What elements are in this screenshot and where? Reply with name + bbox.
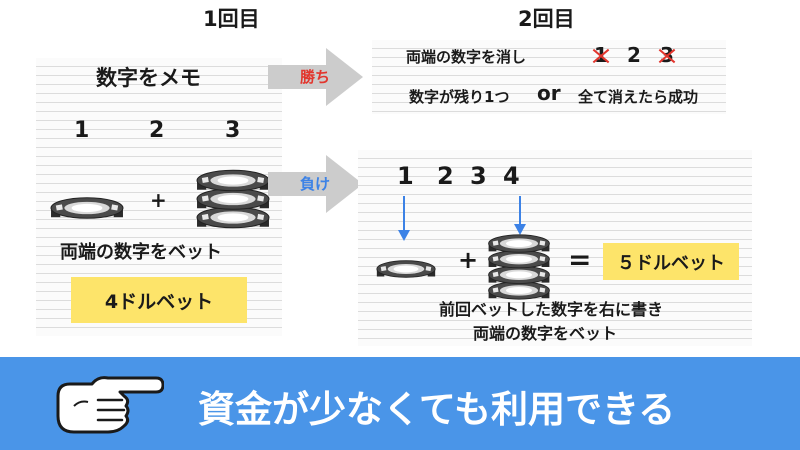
pointing-hand-icon — [56, 376, 164, 434]
round1-bet-amount: 4ドルベット — [71, 277, 247, 323]
chip-stack-triple — [196, 169, 270, 229]
round1-heading: 1回目 — [203, 7, 260, 31]
down-arrow-right-icon — [514, 196, 526, 235]
win-number-2: 2 — [627, 43, 641, 67]
memo-label: 数字をメモ — [96, 66, 201, 90]
lose-plus: + — [458, 246, 479, 274]
lose-chip-stack-single — [376, 260, 436, 278]
lose-number-4: 4 — [503, 162, 520, 190]
win-arrow-icon — [268, 48, 363, 106]
win-number-1: 1 — [594, 43, 608, 67]
lose-number-2: 2 — [437, 162, 454, 190]
round1-number-1: 1 — [74, 118, 90, 143]
lose-bet-amount: ５ドルベット — [603, 243, 739, 280]
win-number-3: 3 — [660, 43, 674, 67]
win-line1: 両端の数字を消し — [406, 48, 527, 66]
lose-line1: 前回ベットした数字を右に書き — [439, 300, 664, 319]
footer-banner — [0, 357, 800, 450]
win-arrow-label: 勝ち — [300, 68, 331, 86]
lose-line2: 両端の数字をベット — [473, 324, 618, 343]
footer-slogan: 資金が少なくても利用できる — [198, 388, 676, 431]
chip-stack-single — [50, 197, 124, 219]
lose-equals: = — [568, 243, 592, 276]
lose-number-1: 1 — [397, 162, 414, 190]
win-number-3-struck: 3 — [660, 43, 674, 67]
win-or: or — [537, 81, 561, 105]
round2-heading: 2回目 — [518, 7, 575, 31]
lose-arrow-label: 負け — [300, 175, 331, 193]
round1-bet-label: 両端の数字をベット — [60, 242, 222, 263]
win-line2-right: 全て消えたら成功 — [578, 88, 699, 106]
lose-number-3: 3 — [470, 162, 487, 190]
down-arrow-left-icon — [398, 196, 410, 241]
win-line2-left: 数字が残り1つ — [409, 88, 510, 106]
round1-number-2: 2 — [149, 118, 165, 143]
lose-arrow-icon — [268, 155, 363, 213]
round1-plus: + — [150, 188, 167, 212]
round1-number-3: 3 — [225, 118, 241, 143]
win-number-1-struck: 1 — [594, 43, 608, 67]
lose-chip-stack-quad — [488, 234, 550, 300]
